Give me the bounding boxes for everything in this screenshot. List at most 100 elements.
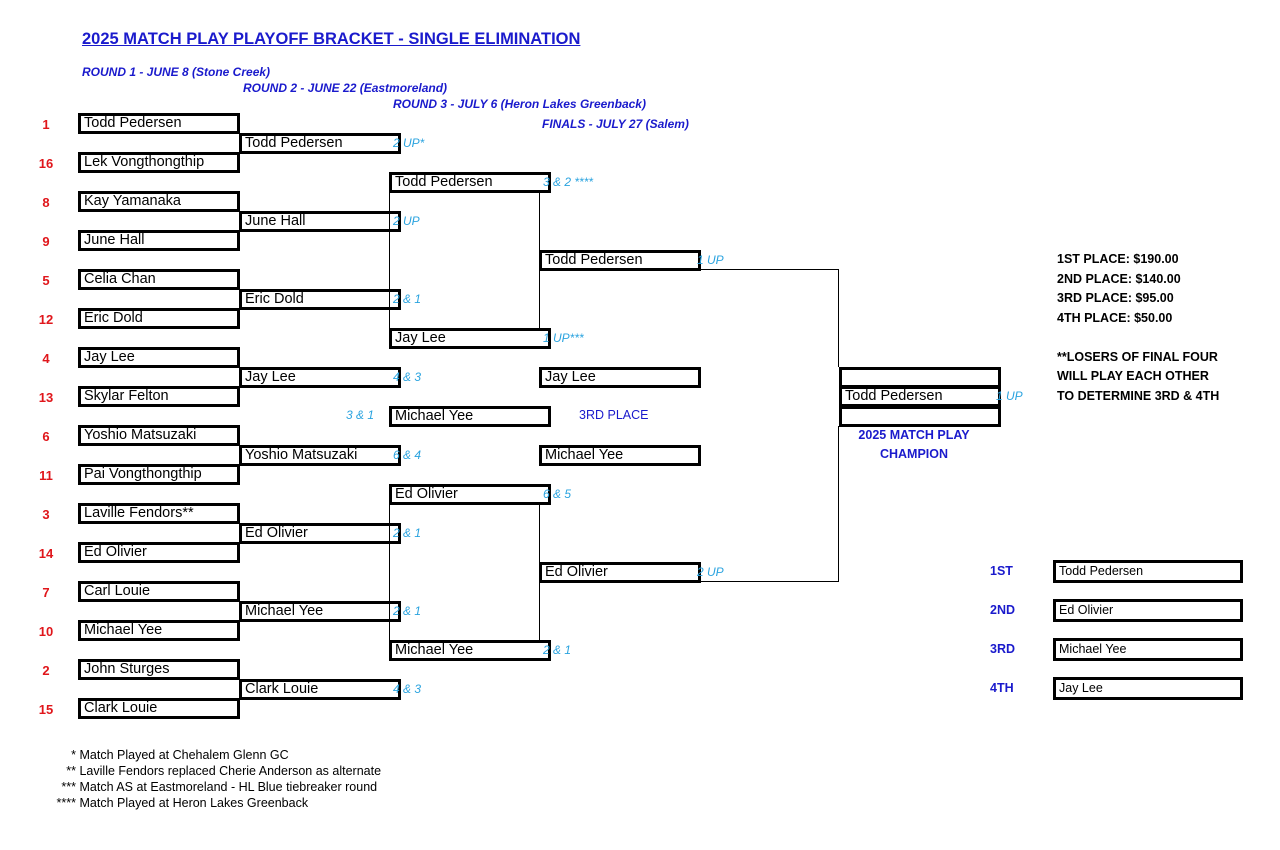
- prize-2nd: 2ND PLACE: $140.00: [1057, 272, 1181, 286]
- footnote-1: * Match Played at Chehalem Glenn GC: [71, 748, 289, 762]
- round1-header: ROUND 1 - JUNE 8 (Stone Creek): [82, 65, 271, 79]
- final-connector-top: [838, 268, 839, 367]
- round1-player-6: Jay Lee: [78, 347, 240, 368]
- champion-label-line2: CHAMPION: [879, 447, 949, 461]
- round1-player-0: Todd Pedersen: [78, 113, 240, 134]
- footnote-2: ** Laville Fendors replaced Cherie Ander…: [66, 764, 382, 778]
- round1-player-1: Lek Vongthongthip: [78, 152, 240, 173]
- semi-player-0: Todd Pedersen: [539, 249, 701, 271]
- round2-player-2: Eric Dold: [239, 288, 401, 310]
- round1-player-8: Yoshio Matsuzaki: [78, 425, 240, 446]
- round2-player-3: Jay Lee: [239, 366, 401, 388]
- round1-player-12: Carl Louie: [78, 581, 240, 602]
- seed-5: 12: [38, 312, 54, 327]
- round3-player-2: Ed Olivier: [389, 483, 551, 505]
- round3-player-0: Todd Pedersen: [389, 171, 551, 193]
- round2-player-1: June Hall: [239, 210, 401, 232]
- finals-header: FINALS - JULY 27 (Salem): [542, 117, 689, 131]
- round2-player-6: Michael Yee: [239, 600, 401, 622]
- round3-result-1: 1 UP***: [543, 330, 584, 345]
- page-title: 2025 MATCH PLAY PLAYOFF BRACKET - SINGLE…: [82, 30, 581, 48]
- round2-player-7: Clark Louie: [239, 678, 401, 700]
- seed-14: 2: [42, 663, 50, 678]
- standing-name-3: Michael Yee: [1053, 638, 1243, 661]
- semi-player-1: Ed Olivier: [539, 561, 701, 583]
- standing-place-1: 1ST: [990, 564, 1013, 578]
- seed-8: 6: [42, 429, 50, 444]
- round2-result-3: 4 & 3: [393, 369, 422, 384]
- final-connector-bottom: [838, 425, 839, 582]
- round2-result-4: 6 & 4: [393, 447, 422, 462]
- final-line-top: [689, 268, 839, 270]
- round2-result-2: 2 & 1: [393, 291, 422, 306]
- standing-name-4: Jay Lee: [1053, 677, 1243, 700]
- round1-player-2: Kay Yamanaka: [78, 191, 240, 212]
- round1-player-4: Celia Chan: [78, 269, 240, 290]
- connector-semi-2a: [539, 503, 540, 562]
- prize-1st: 1ST PLACE: $190.00: [1057, 252, 1179, 266]
- semi-result-1: 2 UP: [697, 564, 724, 579]
- footnote-4: **** Match Played at Heron Lakes Greenba…: [56, 796, 309, 810]
- round1-player-5: Eric Dold: [78, 308, 240, 329]
- round1-player-7: Skylar Felton: [78, 386, 240, 407]
- connector-semi-1b: [539, 269, 540, 328]
- connector-semi-2b: [539, 581, 540, 640]
- prize-3rd: 3RD PLACE: $95.00: [1057, 291, 1174, 305]
- round1-player-15: Clark Louie: [78, 698, 240, 719]
- champion-label-line1: 2025 MATCH PLAY: [858, 428, 970, 442]
- standing-name-1: Todd Pedersen: [1053, 560, 1243, 583]
- seed-10: 3: [42, 507, 50, 522]
- round3-result-0: 3 & 2 ****: [543, 174, 594, 189]
- semi-result-0: 1 UP: [697, 252, 724, 267]
- round2-player-5: Ed Olivier: [239, 522, 401, 544]
- standing-place-3: 3RD: [990, 642, 1016, 656]
- round1-player-3: June Hall: [78, 230, 240, 251]
- round1-player-9: Pai Vongthongthip: [78, 464, 240, 485]
- third-place-label: 3RD PLACE: [579, 408, 649, 422]
- final-line-bottom: [689, 580, 839, 582]
- seed-6: 4: [42, 351, 50, 366]
- round2-result-0: 2 UP*: [393, 135, 425, 150]
- round3-header: ROUND 3 - JULY 6 (Heron Lakes Greenback): [393, 97, 646, 111]
- seed-15: 15: [38, 702, 54, 717]
- seed-4: 5: [42, 273, 50, 288]
- connector-r3-top: [389, 191, 390, 328]
- footnote-3: *** Match AS at Eastmoreland - HL Blue t…: [61, 780, 378, 794]
- third-place-player-1: Jay Lee: [539, 366, 701, 388]
- prize-note-line1: **LOSERS OF FINAL FOUR: [1057, 350, 1218, 364]
- final-bottom-slot: [839, 405, 1001, 427]
- round3-result-2: 6 & 5: [543, 486, 572, 501]
- round2-result-5: 2 & 1: [393, 525, 422, 540]
- third-place-player-2: Michael Yee: [539, 444, 701, 466]
- seed-9: 11: [39, 468, 53, 483]
- round2-result-1: 2 UP: [393, 213, 420, 228]
- connector-semi-1a: [539, 191, 540, 250]
- round3-result-3: 2 & 1: [543, 642, 572, 657]
- round2-player-4: Yoshio Matsuzaki: [239, 444, 401, 466]
- seed-1: 16: [38, 156, 54, 171]
- standing-place-2: 2ND: [990, 603, 1016, 617]
- round1-player-14: John Sturges: [78, 659, 240, 680]
- final-top-slot: [839, 366, 1001, 388]
- seed-12: 7: [42, 585, 50, 600]
- standing-place-4: 4TH: [990, 681, 1014, 695]
- seed-3: 9: [42, 234, 50, 249]
- prize-4th: 4TH PLACE: $50.00: [1057, 311, 1173, 325]
- round2-header: ROUND 2 - JUNE 22 (Eastmoreland): [243, 81, 448, 95]
- round2-player-0: Todd Pedersen: [239, 132, 401, 154]
- seed-7: 13: [38, 390, 54, 405]
- seed-2: 8: [42, 195, 50, 210]
- round1-player-11: Ed Olivier: [78, 542, 240, 563]
- final-winner: Todd Pedersen: [839, 386, 1001, 407]
- connector-r3-bottom: [389, 503, 390, 640]
- third-place-winner: Michael Yee: [389, 405, 551, 427]
- third-place-result: 3 & 1: [346, 408, 375, 422]
- standing-name-2: Ed Olivier: [1053, 599, 1243, 622]
- round3-player-3: Michael Yee: [389, 639, 551, 661]
- round1-player-13: Michael Yee: [78, 620, 240, 641]
- prize-note-line3: TO DETERMINE 3RD & 4TH: [1057, 389, 1220, 403]
- seed-13: 10: [38, 624, 54, 639]
- seed-0: 1: [42, 117, 50, 132]
- round1-player-10: Laville Fendors**: [78, 503, 240, 524]
- round3-player-1: Jay Lee: [389, 327, 551, 349]
